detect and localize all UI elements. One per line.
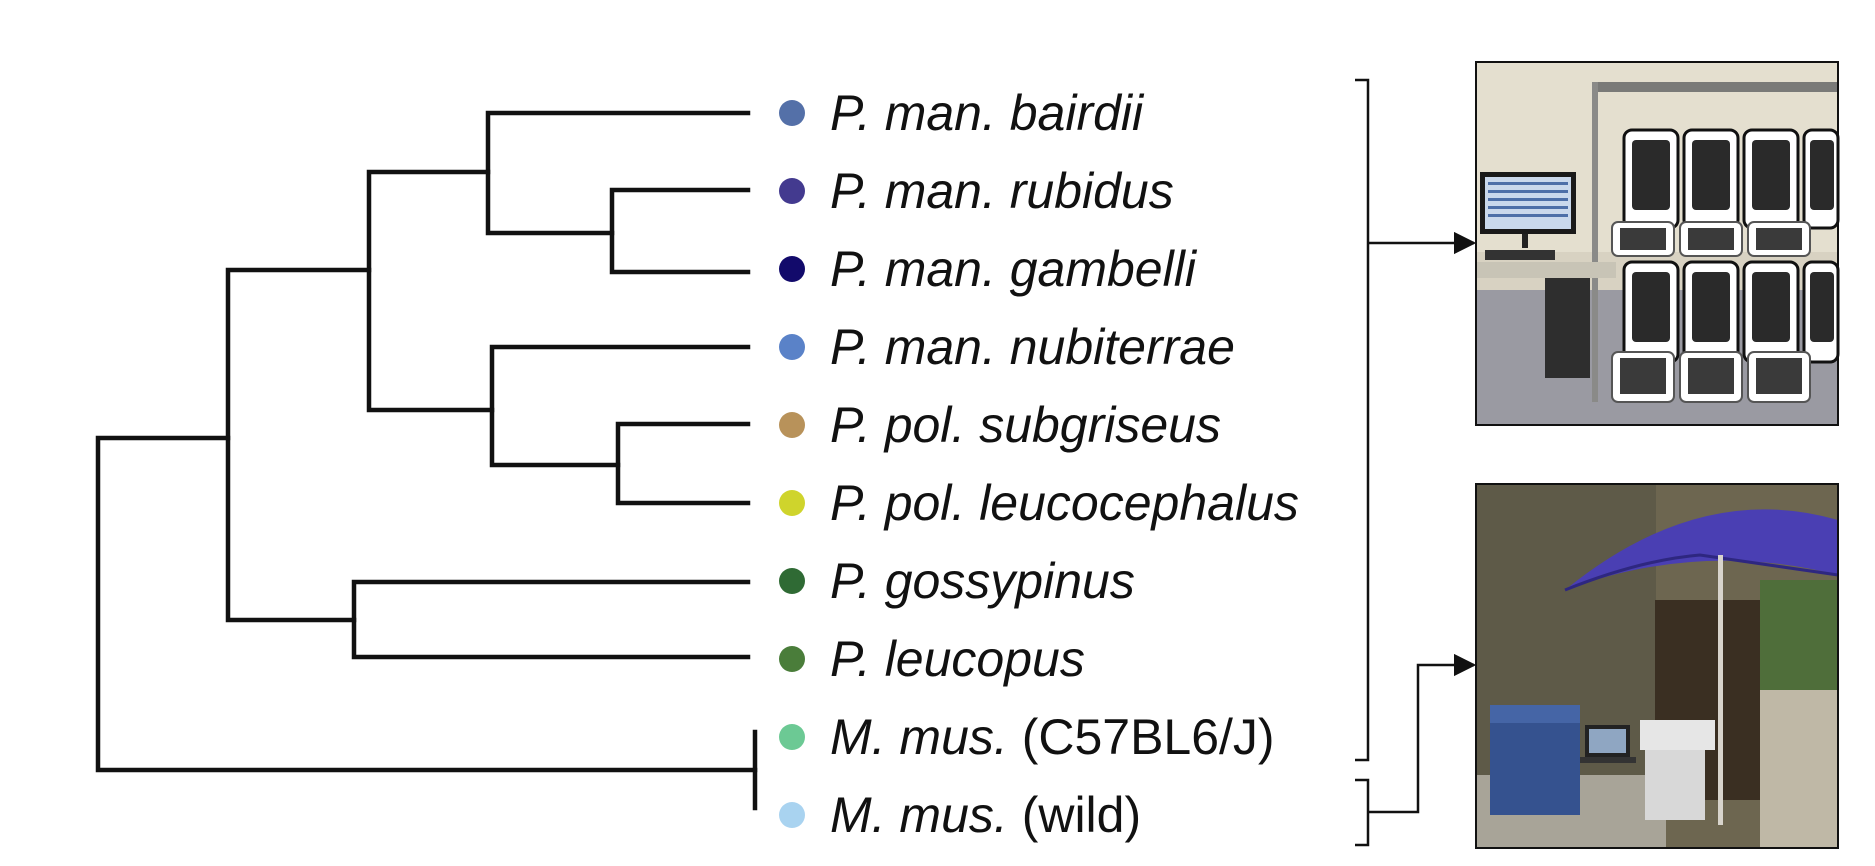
tree-branch xyxy=(615,421,751,506)
tree-branch xyxy=(485,110,751,236)
field-arrow xyxy=(1368,653,1477,814)
tree-branch xyxy=(225,267,372,623)
tree-branch xyxy=(351,579,751,660)
lab-group-bracket xyxy=(1355,78,1370,762)
tree-branch xyxy=(609,187,751,275)
taxon-dot-rubidus xyxy=(779,178,805,204)
taxon-label-bairdii: P. man. bairdii xyxy=(830,85,1145,141)
taxon-dot-bairdii xyxy=(779,100,805,126)
taxon-dot-leucopus xyxy=(779,646,805,672)
taxon-dot-c57 xyxy=(779,724,805,750)
taxon-label-leucocephalus: P. pol. leucocephalus xyxy=(830,475,1299,531)
taxon-dot-nubiterrae xyxy=(779,334,805,360)
taxon-label-wild: M. mus. (wild) xyxy=(830,787,1141,843)
taxon-dot-leucocephalus xyxy=(779,490,805,516)
taxon-label-c57: M. mus. (C57BL6/J) xyxy=(830,709,1275,765)
taxon-dot-subgriseus xyxy=(779,412,805,438)
taxon-dot-gambelli xyxy=(779,256,805,282)
taxon-label-rubidus: P. man. rubidus xyxy=(830,163,1174,219)
indoor-lab-cages-photo xyxy=(1475,61,1840,426)
outdoor-field-setup-photo xyxy=(1475,483,1839,849)
taxon-label-leucopus: P. leucopus xyxy=(830,631,1085,687)
tree-branch xyxy=(95,435,758,773)
field-group-bracket xyxy=(1355,778,1370,847)
taxon-label-gossypinus: P. gossypinus xyxy=(830,553,1135,609)
taxon-label-nubiterrae: P. man. nubiterrae xyxy=(830,319,1235,375)
taxon-dot-gossypinus xyxy=(779,568,805,594)
taxon-labels: P. man. bairdii P. man. rubidus P. man. ga… xyxy=(779,85,1299,843)
phylogenetic-tree xyxy=(95,110,758,811)
taxon-label-subgriseus: P. pol. subgriseus xyxy=(830,397,1221,453)
tree-branch xyxy=(366,169,495,413)
taxon-label-gambelli: P. man. gambelli xyxy=(830,241,1198,297)
tree-branch xyxy=(489,344,751,468)
taxon-dot-wild xyxy=(779,802,805,828)
